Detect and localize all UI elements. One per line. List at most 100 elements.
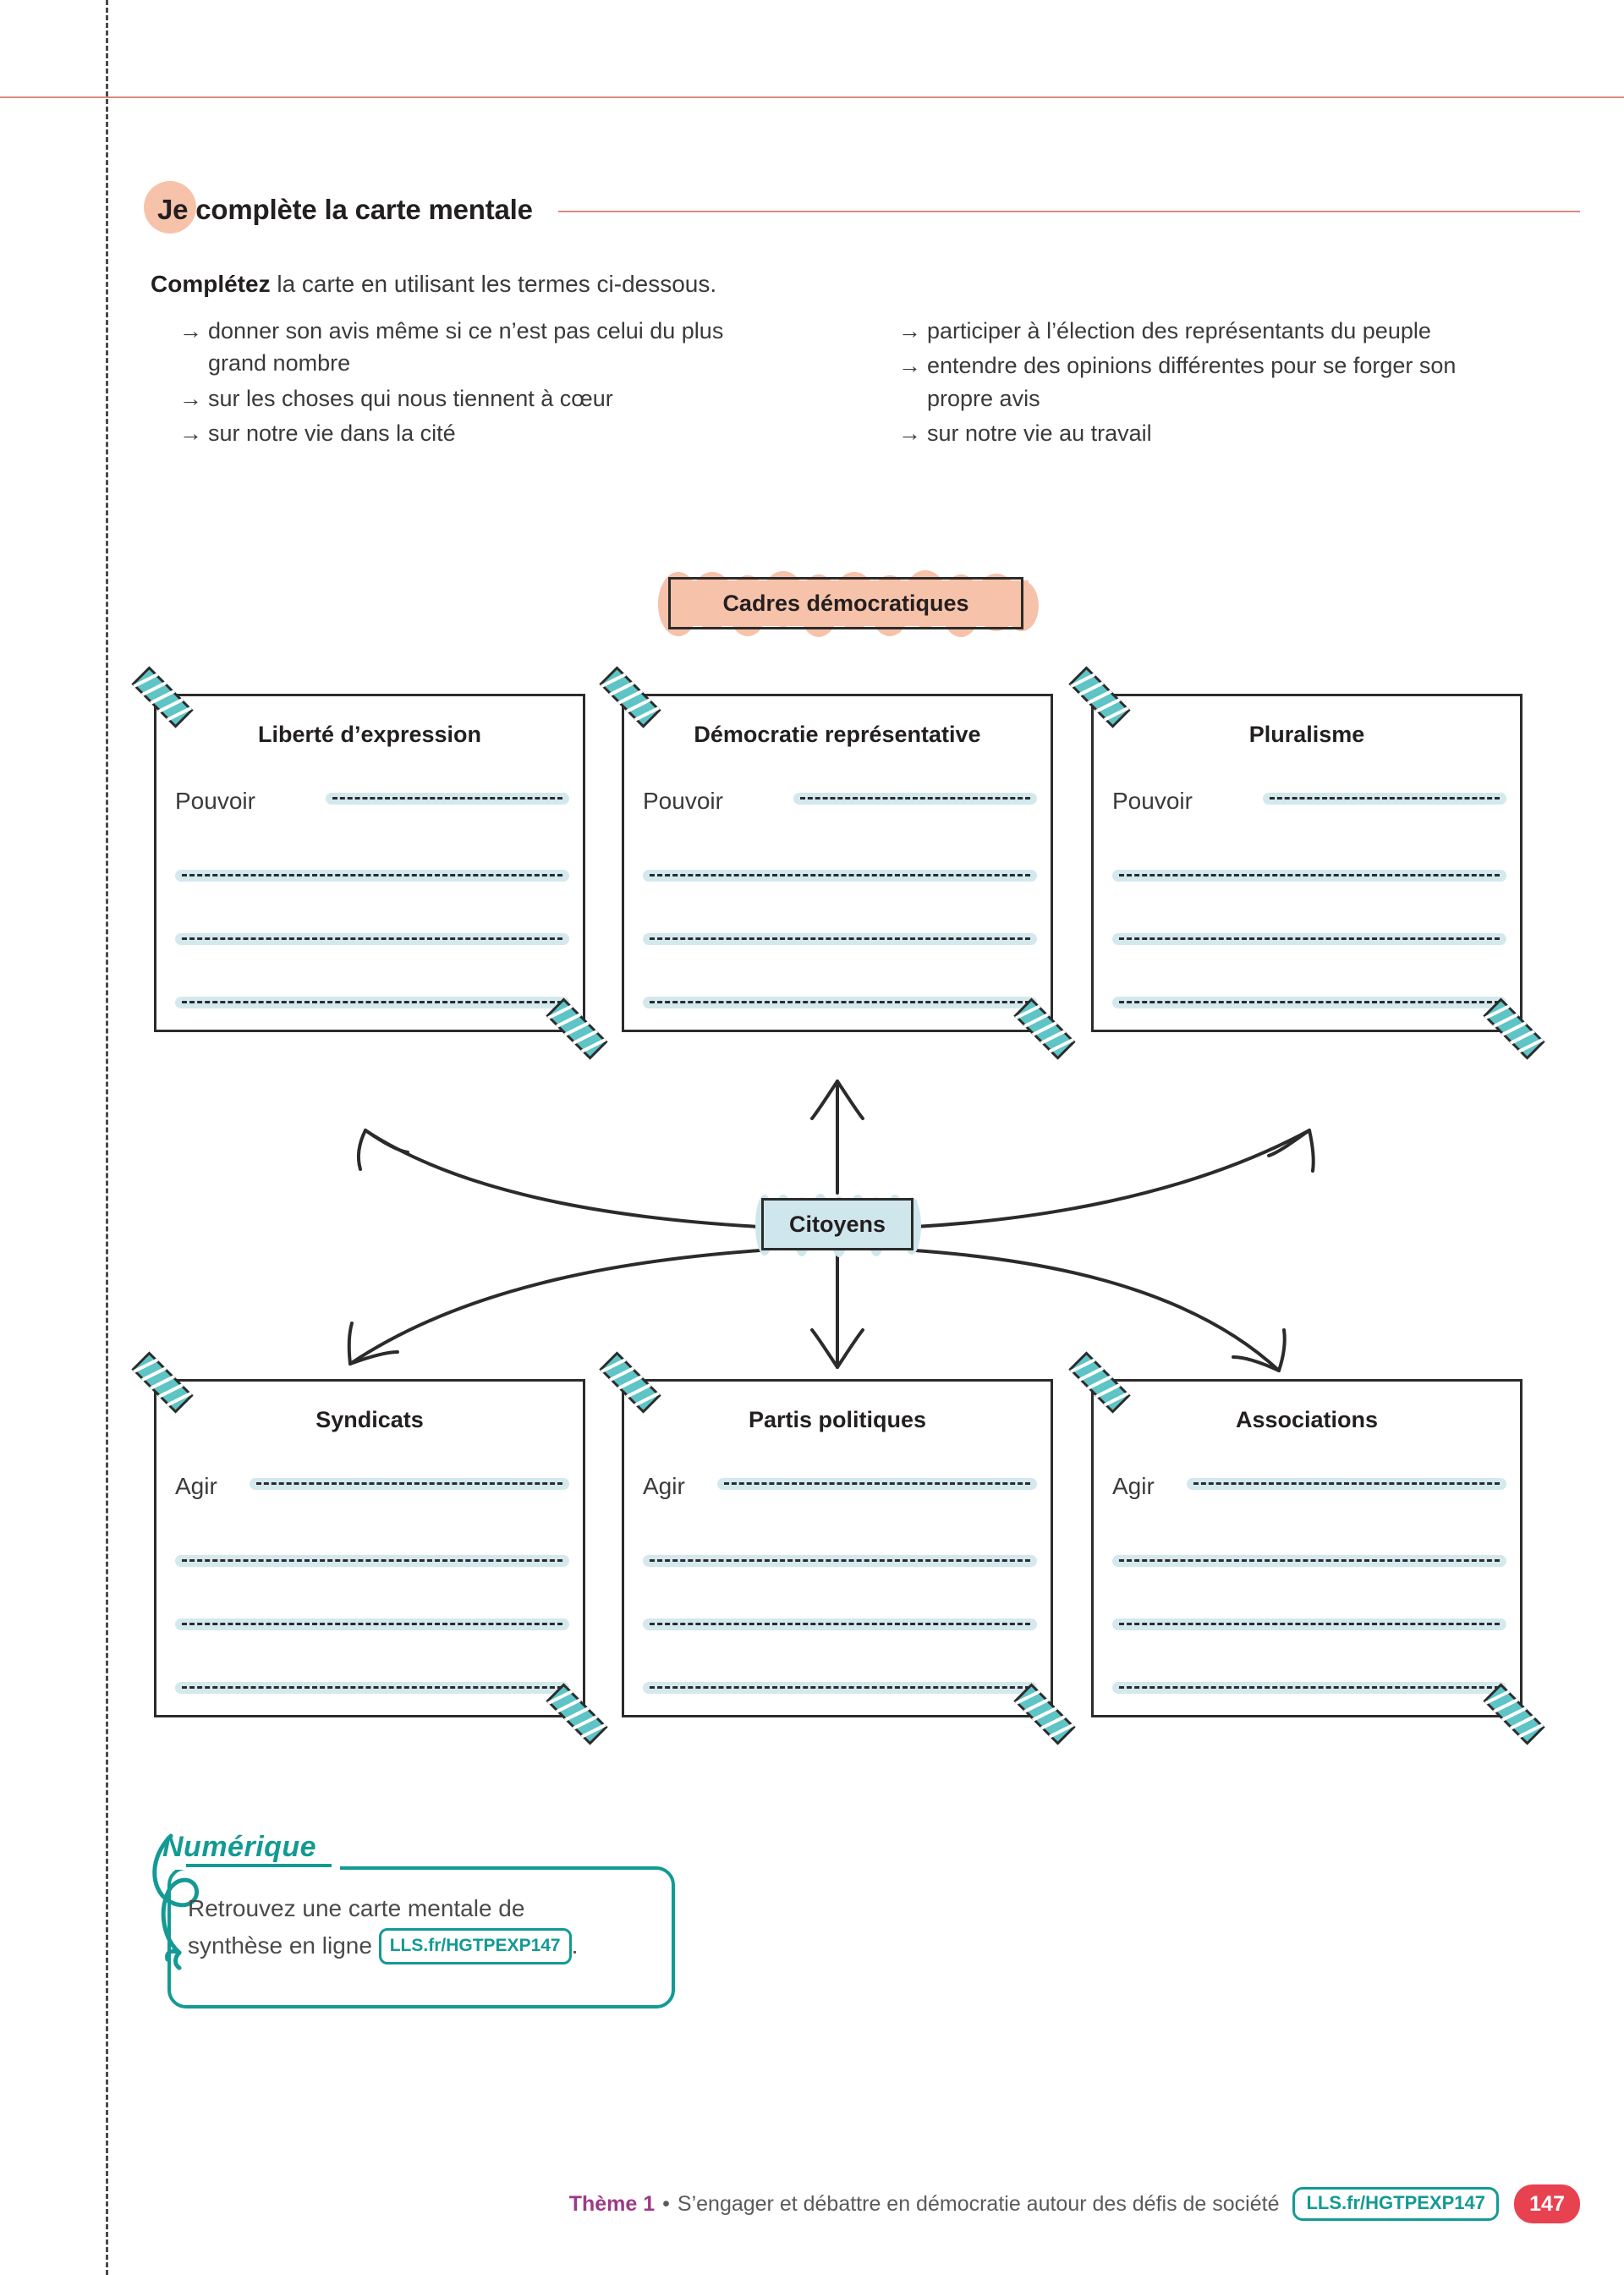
card-pluralisme: Pluralisme Pouvoir bbox=[1068, 666, 1545, 1060]
footer-title: S’engager et débattre en démocratie auto… bbox=[677, 2191, 1280, 2216]
arrow-icon: → bbox=[179, 318, 202, 343]
arrow-icon: → bbox=[179, 385, 202, 411]
card-prefix-label: Pouvoir bbox=[175, 788, 255, 814]
numerique-link-pill[interactable]: LLS.fr/HGTPEXP147 bbox=[378, 1928, 572, 1965]
connector-to-liberte bbox=[364, 1129, 761, 1228]
page-cut-line bbox=[106, 0, 108, 2275]
section-header: Je complète la carte mentale bbox=[144, 181, 1580, 235]
term-item: → participer à l’élection des représenta… bbox=[898, 315, 1490, 347]
numerique-title: Numérique bbox=[162, 1831, 317, 1863]
numerique-title-underline bbox=[186, 1864, 332, 1867]
writing-line[interactable] bbox=[175, 933, 569, 945]
writing-line[interactable] bbox=[175, 1682, 569, 1694]
term-item: → entendre des opinions différentes pour… bbox=[898, 349, 1490, 415]
writing-line[interactable] bbox=[1112, 1555, 1506, 1567]
card-liberte-expression: Liberté d’expression Pouvoir bbox=[131, 666, 608, 1060]
center-node-box bbox=[761, 1198, 914, 1250]
writing-line[interactable] bbox=[1263, 793, 1506, 805]
term-text: sur notre vie au travail bbox=[927, 420, 1152, 446]
writing-line[interactable] bbox=[326, 793, 569, 805]
writing-line[interactable] bbox=[1112, 870, 1506, 882]
writing-line[interactable] bbox=[643, 1555, 1037, 1567]
numerique-text-line1: Retrouvez une carte mentale de bbox=[188, 1895, 525, 1921]
writing-line[interactable] bbox=[1112, 1682, 1506, 1694]
writing-line[interactable] bbox=[1187, 1478, 1506, 1490]
numerique-box bbox=[167, 1866, 675, 2008]
writing-line[interactable] bbox=[793, 793, 1037, 805]
writing-line[interactable] bbox=[250, 1478, 569, 1490]
card-prefix-label: Pouvoir bbox=[1112, 788, 1193, 814]
top-rule bbox=[0, 96, 1624, 98]
term-text: entendre des opinions différentes pour s… bbox=[927, 353, 1457, 411]
section-title: Je complète la carte mentale bbox=[151, 194, 533, 226]
writing-line[interactable] bbox=[643, 1682, 1037, 1694]
connector-to-pluralisme bbox=[914, 1129, 1311, 1228]
card-title: Pluralisme bbox=[1248, 722, 1365, 747]
arrowhead-syndicats-a bbox=[348, 1350, 399, 1366]
numerique-text: Retrouvez une carte mentale de synthèse … bbox=[188, 1890, 645, 1965]
card-title: Liberté d’expression bbox=[257, 722, 482, 747]
arrow-icon: → bbox=[898, 318, 921, 343]
card-title: Démocratie représentative bbox=[694, 722, 981, 747]
term-text: participer à l’élection des représentant… bbox=[927, 318, 1431, 343]
writing-line[interactable] bbox=[175, 870, 569, 882]
arrowhead-pluralisme-b bbox=[1308, 1129, 1315, 1173]
card-title: Syndicats bbox=[315, 1407, 424, 1432]
term-text: donner son avis même si ce n’est pas cel… bbox=[208, 318, 724, 376]
term-item: → donner son avis même si ce n’est pas c… bbox=[179, 315, 754, 380]
arrow-icon: → bbox=[898, 420, 921, 446]
arrowhead-pluralisme-a bbox=[1267, 1129, 1311, 1157]
connector-to-syndicats bbox=[348, 1249, 761, 1366]
writing-line[interactable] bbox=[643, 997, 1037, 1008]
card-syndicats: Syndicats Agir bbox=[131, 1351, 608, 1745]
term-item: → sur notre vie au travail bbox=[898, 417, 1490, 449]
center-node-label: Citoyens bbox=[788, 1211, 886, 1237]
card-title: Partis politiques bbox=[748, 1407, 927, 1432]
arrowhead-democratie-b bbox=[836, 1080, 864, 1120]
writing-line[interactable] bbox=[1112, 1618, 1506, 1630]
writing-line[interactable] bbox=[175, 1618, 569, 1630]
center-highlight-scribble bbox=[755, 1194, 921, 1257]
arrow-icon: → bbox=[179, 420, 202, 446]
footer-separator: • bbox=[662, 2191, 670, 2216]
section-title-rest: complète la carte mentale bbox=[195, 194, 533, 225]
root-node-box bbox=[668, 577, 1023, 629]
numerique-callout: Numérique Retrouvez une carte mentale de… bbox=[152, 1831, 677, 2010]
writing-line[interactable] bbox=[175, 1555, 569, 1567]
mind-map: Cadres démocratiques bbox=[0, 558, 1624, 1745]
arrowhead-democratie-a bbox=[810, 1080, 839, 1120]
section-header-rule bbox=[557, 211, 1580, 212]
term-item: → sur les choses qui nous tiennent à cœu… bbox=[179, 382, 754, 415]
arrowhead-syndicats-b bbox=[347, 1322, 354, 1366]
writing-line[interactable] bbox=[717, 1478, 1037, 1490]
card-prefix-label: Agir bbox=[1112, 1473, 1155, 1499]
connector-to-associations bbox=[914, 1249, 1281, 1372]
arrow-icon: → bbox=[898, 353, 921, 379]
arrowhead-partis-b bbox=[836, 1328, 864, 1369]
writing-line[interactable] bbox=[1112, 997, 1506, 1008]
center-node: Citoyens bbox=[755, 1194, 921, 1257]
writing-line[interactable] bbox=[643, 1618, 1037, 1630]
terms-left-column: → donner son avis même si ce n’est pas c… bbox=[179, 315, 754, 452]
card-prefix-label: Agir bbox=[175, 1473, 217, 1499]
card-partis-politiques: Partis politiques Agir bbox=[599, 1351, 1076, 1745]
page-number-badge: 147 bbox=[1514, 2184, 1580, 2223]
writing-line[interactable] bbox=[1112, 933, 1506, 945]
root-node: Cadres démocratiques bbox=[658, 570, 1039, 637]
page-footer: Thème 1 • S’engager et débattre en démoc… bbox=[0, 2174, 1624, 2234]
mindmap-connectors bbox=[347, 1080, 1315, 1372]
card-title: Associations bbox=[1235, 1407, 1379, 1432]
writing-line[interactable] bbox=[175, 997, 569, 1008]
arrowhead-liberte-b bbox=[357, 1129, 367, 1171]
instruction-verb: Complétez bbox=[151, 271, 271, 297]
arrowhead-associations-b bbox=[1277, 1328, 1287, 1372]
numerique-period: . bbox=[571, 1932, 579, 1959]
je-badge-circle bbox=[144, 181, 196, 234]
card-associations: Associations Agir bbox=[1068, 1351, 1545, 1745]
writing-line[interactable] bbox=[643, 870, 1037, 882]
footer-theme: Thème 1 bbox=[568, 2191, 656, 2216]
writing-line[interactable] bbox=[643, 933, 1037, 945]
footer-link-pill[interactable]: LLS.fr/HGTPEXP147 bbox=[1292, 2187, 1499, 2221]
terms-right-column: → participer à l’élection des représenta… bbox=[898, 315, 1490, 452]
root-node-label: Cadres démocratiques bbox=[722, 590, 969, 616]
